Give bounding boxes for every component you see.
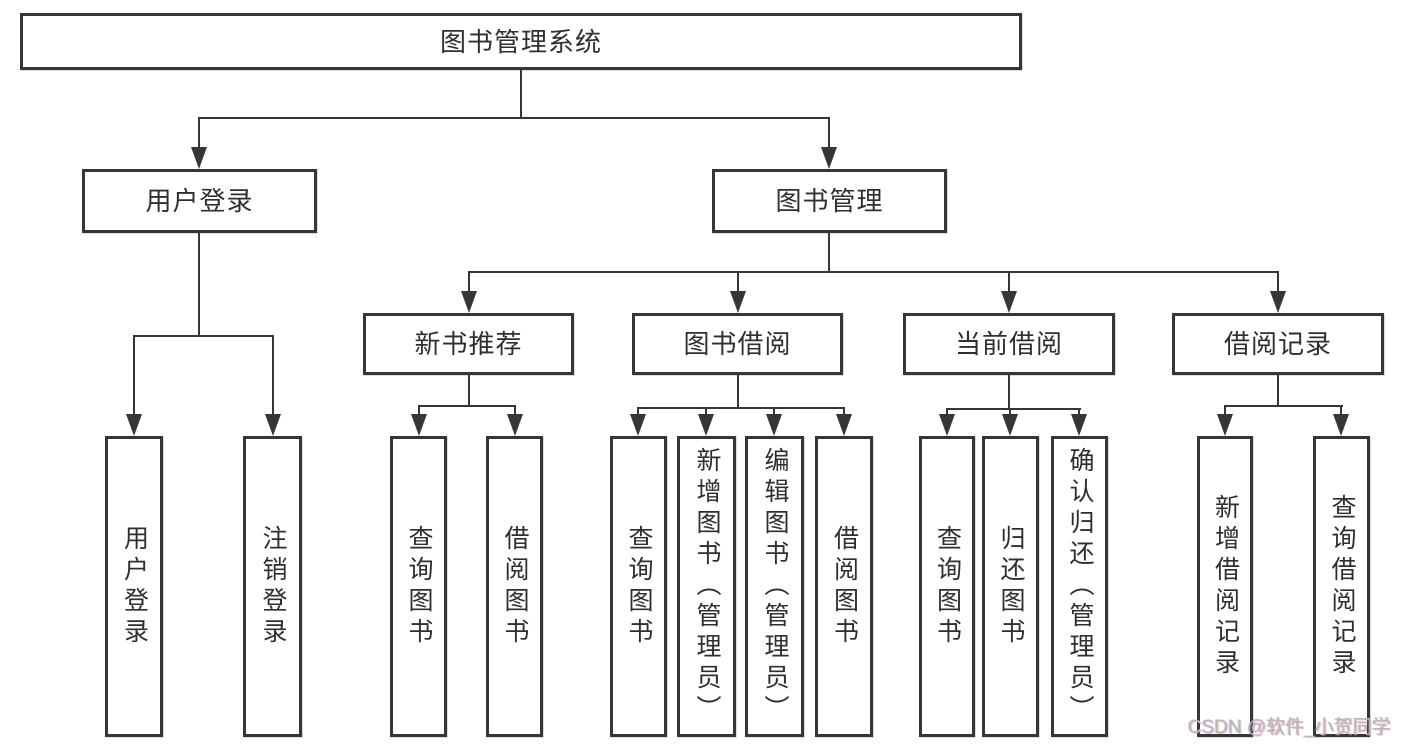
watermark: CSDN @软件_小贺同学 — [1188, 717, 1391, 738]
leaf-add-books-admin: 新增图书（管理员） — [677, 436, 736, 737]
leaf-query-borrow-record-label: 查询借阅记录 — [1328, 493, 1356, 680]
arrowhead-icon — [461, 291, 477, 313]
node-borrowing-records: 借阅记录 — [1172, 313, 1384, 375]
arrowhead-icon — [1002, 414, 1018, 436]
arrowhead-icon — [630, 414, 646, 436]
node-new-book-recommend-label: 新书推荐 — [414, 329, 523, 359]
connector-branch — [946, 408, 1081, 410]
leaf-return-books: 归还图书 — [982, 436, 1039, 737]
arrowhead-icon — [821, 147, 837, 169]
connector-drop — [843, 407, 845, 414]
leaf-borrow-books-recommend-label: 借阅图书 — [501, 524, 529, 649]
arrowhead-icon — [1001, 291, 1017, 313]
leaf-borrow-books: 借阅图书 — [815, 436, 873, 737]
leaf-query-books-borrow-label: 查询图书 — [625, 524, 653, 649]
connector-stem — [828, 233, 830, 271]
connector-root-branch — [198, 117, 830, 119]
connector-stem — [1277, 375, 1279, 405]
leaf-query-books-borrow: 查询图书 — [610, 436, 667, 737]
leaf-return-books-label: 归还图书 — [997, 524, 1025, 649]
connector-drop — [773, 407, 775, 414]
arrowhead-icon — [191, 147, 207, 169]
arrowhead-icon — [411, 414, 427, 436]
node-library-system: 图书管理系统 — [20, 13, 1022, 70]
connector-branch — [133, 335, 273, 337]
leaf-confirm-return-admin-label: 确认归还（管理员） — [1066, 447, 1094, 726]
node-borrowing-records-label: 借阅记录 — [1223, 329, 1332, 359]
connector-drop — [272, 335, 274, 414]
connector-drop — [1277, 271, 1279, 291]
node-book-management: 图书管理 — [712, 169, 947, 233]
connector-drop — [1008, 271, 1010, 291]
node-user-login: 用户登录 — [82, 169, 317, 233]
connector-stem — [737, 375, 739, 407]
connector-drop — [133, 335, 135, 414]
arrowhead-icon — [1071, 414, 1087, 436]
connector-drop — [1078, 408, 1080, 414]
leaf-add-borrow-record: 新增借阅记录 — [1197, 436, 1253, 737]
connector-stem — [468, 375, 470, 405]
arrowhead-icon — [1333, 414, 1349, 436]
leaf-borrow-books-recommend: 借阅图书 — [486, 436, 543, 737]
leaf-query-books-current-label: 查询图书 — [933, 524, 962, 649]
leaf-edit-books-admin-label: 编辑图书（管理员） — [761, 447, 789, 726]
node-book-borrowing-label: 图书借阅 — [683, 329, 792, 359]
leaf-add-borrow-record-label: 新增借阅记录 — [1211, 493, 1240, 680]
leaf-edit-books-admin: 编辑图书（管理员） — [745, 436, 804, 737]
leaf-borrow-books-label: 借阅图书 — [830, 524, 859, 649]
connector-drop — [737, 271, 739, 291]
leaf-user-login-label: 用户登录 — [120, 524, 149, 649]
leaf-logout: 注销登录 — [243, 436, 302, 737]
connector-stem — [198, 233, 200, 335]
arrowhead-icon — [1217, 414, 1233, 436]
arrowhead-icon — [507, 414, 523, 436]
arrowhead-icon — [1270, 291, 1286, 313]
connector-drop — [828, 117, 830, 147]
connector-branch — [418, 405, 516, 407]
connector-drop — [1340, 405, 1342, 414]
arrowhead-icon — [265, 414, 281, 436]
arrowhead-icon — [836, 414, 852, 436]
leaf-query-books-recommend-label: 查询图书 — [405, 524, 433, 649]
node-book-borrowing: 图书借阅 — [632, 313, 843, 375]
node-book-management-label: 图书管理 — [775, 186, 884, 216]
leaf-query-borrow-record: 查询借阅记录 — [1313, 436, 1370, 737]
connector-branch — [468, 271, 1279, 273]
connector-drop — [468, 271, 470, 291]
node-current-borrowing: 当前借阅 — [903, 313, 1115, 375]
connector-stem — [1008, 375, 1010, 408]
node-current-borrowing-label: 当前借阅 — [954, 329, 1063, 359]
connector-drop — [514, 405, 516, 414]
leaf-query-books-current: 查询图书 — [919, 436, 975, 737]
connector-drop — [418, 405, 420, 414]
leaf-confirm-return-admin: 确认归还（管理员） — [1051, 436, 1108, 737]
node-user-login-label: 用户登录 — [145, 186, 254, 216]
connector-drop — [1224, 405, 1226, 414]
arrowhead-icon — [698, 414, 714, 436]
arrowhead-icon — [939, 414, 955, 436]
connector-drop — [1009, 408, 1011, 414]
arrowhead-icon — [766, 414, 782, 436]
leaf-add-books-admin-label: 新增图书（管理员） — [693, 447, 721, 726]
node-library-system-label: 图书管理系统 — [439, 26, 602, 57]
connector-branch — [1224, 405, 1343, 407]
node-new-book-recommend: 新书推荐 — [363, 313, 574, 375]
leaf-user-login: 用户登录 — [105, 436, 163, 737]
connector-drop — [198, 117, 200, 147]
connector-root-stem — [520, 69, 522, 117]
leaf-query-books-recommend: 查询图书 — [390, 436, 447, 737]
arrowhead-icon — [730, 291, 746, 313]
leaf-logout-label: 注销登录 — [259, 524, 287, 649]
arrowhead-icon — [126, 414, 142, 436]
connector-drop — [705, 407, 707, 414]
connector-drop — [946, 408, 948, 414]
connector-branch — [637, 407, 845, 409]
connector-drop — [637, 407, 639, 414]
